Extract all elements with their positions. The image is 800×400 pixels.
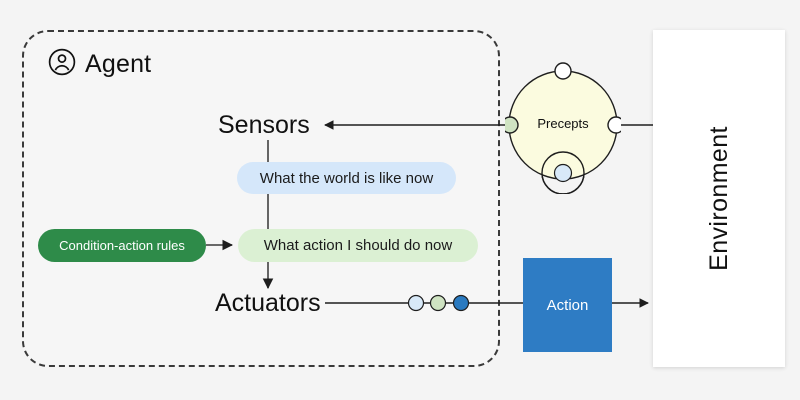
precepts-cluster: Precepts [501, 58, 625, 195]
precepts-label: Precepts [537, 116, 589, 131]
condition-action-rules-pill: Condition-action rules [38, 229, 206, 262]
environment-label: Environment [704, 126, 733, 271]
world-state-pill: What the world is like now [237, 162, 456, 194]
user-circle-icon [48, 48, 76, 81]
action-box: Action [523, 258, 612, 352]
agent-label-group: Agent [48, 48, 151, 81]
precepts-top-node [554, 62, 572, 80]
precepts-bottom-node [553, 163, 573, 183]
action-decision-pill: What action I should do now [238, 229, 478, 262]
environment-panel: Environment [653, 30, 785, 367]
agent-label: Agent [85, 50, 152, 78]
actuators-label: Actuators [215, 289, 321, 317]
sensors-label: Sensors [218, 111, 310, 139]
